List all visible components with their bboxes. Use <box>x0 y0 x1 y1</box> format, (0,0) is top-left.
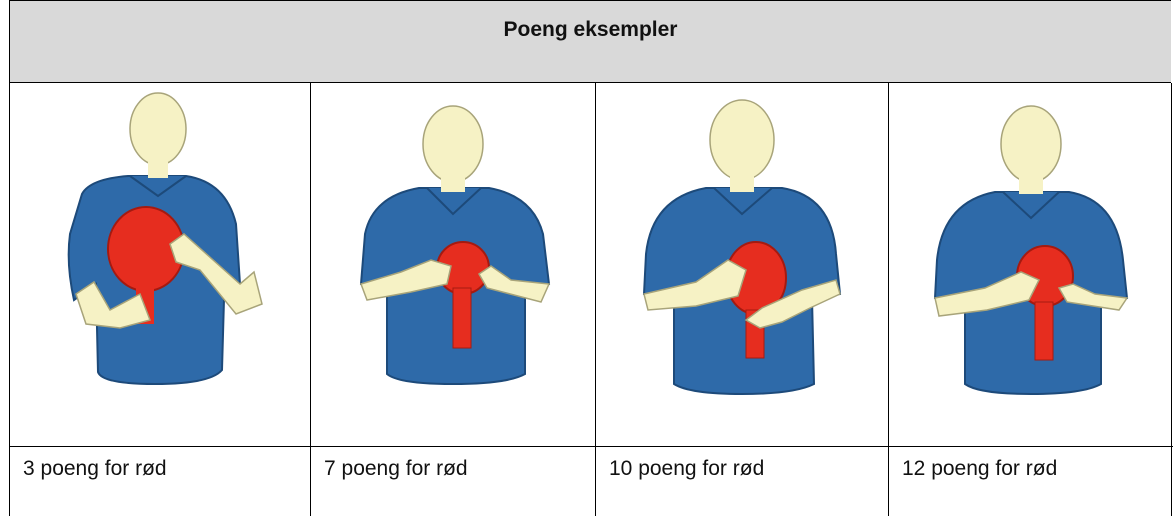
column-divider <box>1171 83 1172 516</box>
caption-7-points: 7 poeng for rød <box>324 457 468 481</box>
umpire-3-points-figure <box>10 84 310 446</box>
caption-10-points: 10 poeng for rød <box>609 457 764 481</box>
table-header-title: Poeng eksempler <box>10 18 1171 42</box>
umpire-10-points-figure <box>596 84 888 446</box>
caption-12-points: 12 poeng for rød <box>902 457 1057 481</box>
points-table: Poeng eksempler <box>9 0 1173 516</box>
table-header: Poeng eksempler <box>9 0 1171 83</box>
caption-3-points: 3 poeng for rød <box>23 457 167 481</box>
row-divider <box>9 446 1173 447</box>
umpire-12-points-figure <box>889 84 1171 446</box>
umpire-7-points-figure <box>311 84 595 446</box>
